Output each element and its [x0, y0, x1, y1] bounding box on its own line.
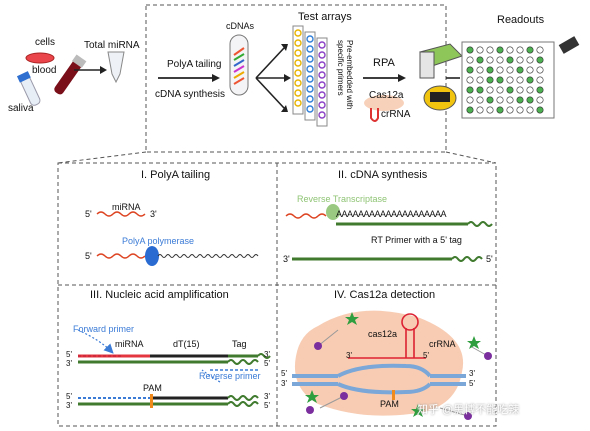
label-total-mirna: Total miRNA: [84, 40, 140, 51]
panel-3-five-bot-r: 5': [264, 401, 270, 410]
panel-3-three-bot: 3': [66, 401, 72, 410]
panel-3-dt: dT(15): [173, 339, 200, 349]
panel-3-reverse: Reverse primer: [199, 371, 261, 381]
label-saliva: saliva: [8, 103, 34, 114]
panel-4-three-r: 3': [469, 369, 475, 378]
panel-3-tag: Tag: [232, 339, 247, 349]
panel-3-pam: PAM: [143, 383, 162, 393]
panel-4-five-l: 5': [281, 369, 287, 378]
panel-3-three-top: 3': [66, 359, 72, 368]
panel-2-three: 3': [283, 254, 290, 264]
label-polya-tailing: PolyA tailing: [167, 59, 222, 70]
label-blood: blood: [32, 65, 57, 76]
panel-4-three: 3': [346, 351, 352, 360]
panel-3-five-top-r: 5': [264, 359, 270, 368]
panel-1-five-b: 5': [85, 251, 92, 261]
label-cdnas: cDNAs: [226, 21, 255, 31]
panel-2-polya: AAAAAAAAAAAAAAAAAAAA: [336, 209, 447, 219]
readout-plate-wells: [466, 46, 544, 114]
label-cells: cells: [35, 37, 56, 48]
panel-4-cas12a: cas12a: [368, 329, 398, 339]
panel-3-mirna: miRNA: [115, 339, 144, 349]
panel-1-mirna: miRNA: [112, 202, 141, 212]
panel-2-title: II. cDNA synthesis: [338, 169, 428, 181]
panel-3-five-bot: 5': [66, 392, 72, 401]
panel-4-title: IV. Cas12a detection: [334, 289, 436, 301]
label-cdna-synthesis: cDNA synthesis: [155, 89, 226, 100]
panel-1-title: I. PolyA tailing: [141, 169, 211, 181]
panel-3-five-top: 5': [66, 350, 72, 359]
panel-4-five-r: 5': [469, 379, 475, 388]
label-pre-embedded: Pre-embedded with specific primers: [336, 40, 354, 110]
panel-4-crrna: crRNA: [429, 339, 456, 349]
label-test-arrays: Test arrays: [298, 11, 352, 23]
label-rpa: RPA: [373, 57, 395, 69]
panel-4-pam: PAM: [380, 399, 399, 409]
panel-4-three-l: 3': [281, 379, 287, 388]
panel-1-three: 3': [150, 209, 157, 219]
label-cas12a: Cas12a: [369, 90, 404, 101]
watermark: 知乎 @黑博不能吃辣: [417, 404, 520, 416]
label-readouts: Readouts: [497, 14, 545, 26]
panel-2-primer: RT Primer with a 5' tag: [371, 235, 462, 245]
panel-1-polymerase: PolyA polymerase: [122, 236, 195, 246]
fluorophore-stars: [305, 312, 481, 417]
panel-2-rt: Reverse Transcriptase: [297, 194, 388, 204]
panel-3-three-bot-r: 3': [264, 392, 270, 401]
panel-3-title: III. Nucleic acid amplification: [90, 289, 229, 301]
panel-3-forward: Forward primer: [73, 324, 135, 334]
panel-3-three-top-r: 3': [264, 350, 270, 359]
panel-4-five: 5': [423, 351, 429, 360]
panel-1-five: 5': [85, 209, 92, 219]
panel-2-five: 5': [486, 254, 493, 264]
label-crrna: crRNA: [381, 109, 411, 120]
